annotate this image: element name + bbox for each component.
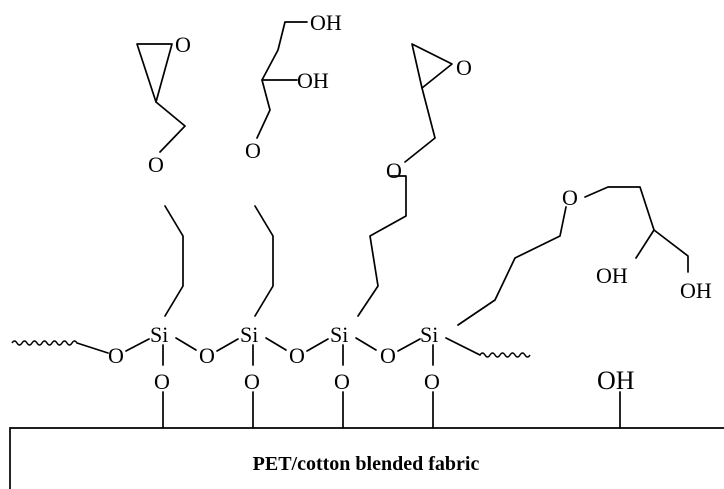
hydroxyl-chain-2a: OH <box>310 10 342 35</box>
ether-oxygen-2: O <box>245 138 261 163</box>
anchor-oxygen-1: O <box>154 369 170 394</box>
ether-oxygen-1: O <box>148 152 164 177</box>
anchor-oxygen-2: O <box>244 369 260 394</box>
diol-chain-4: O OH OH <box>457 185 712 326</box>
siloxane-backbone: O Si O Si O Si O Si <box>11 322 531 368</box>
epoxy-chain-3: O O <box>357 43 472 317</box>
surface-anchors: O O O O OH <box>154 344 635 429</box>
hydroxyl-chain-2b: OH <box>297 68 329 93</box>
silicon-atom-3: Si <box>330 322 348 347</box>
epoxide-ring-1 <box>136 43 173 103</box>
silicon-atom-1: Si <box>150 322 168 347</box>
backbone-oxygen-3: O <box>289 343 305 368</box>
ether-oxygen-3: O <box>386 158 402 183</box>
surface-hydroxyl: OH <box>597 366 635 395</box>
polymer-continuation-right <box>479 352 531 358</box>
hydroxyl-chain-4a: OH <box>596 263 628 288</box>
backbone-oxygen-1: O <box>108 343 124 368</box>
polymer-continuation-left <box>11 340 78 346</box>
ether-oxygen-4: O <box>562 185 578 210</box>
diol-chain-2: O OH OH <box>245 10 342 317</box>
backbone-oxygen-4: O <box>380 343 396 368</box>
silicon-atom-2: Si <box>240 322 258 347</box>
epoxide-oxygen-1: O <box>175 32 191 57</box>
silicon-atom-4: Si <box>420 322 438 347</box>
fabric-label: PET/cotton blended fabric <box>253 453 480 475</box>
epoxide-ring-3 <box>411 43 453 89</box>
epoxy-chain-1: O O <box>136 32 191 317</box>
epoxide-oxygen-3: O <box>456 55 472 80</box>
backbone-oxygen-2: O <box>199 343 215 368</box>
fabric-substrate: PET/cotton blended fabric <box>9 427 724 489</box>
anchor-oxygen-4: O <box>424 369 440 394</box>
hydroxyl-chain-4b: OH <box>680 278 712 303</box>
anchor-oxygen-3: O <box>334 369 350 394</box>
